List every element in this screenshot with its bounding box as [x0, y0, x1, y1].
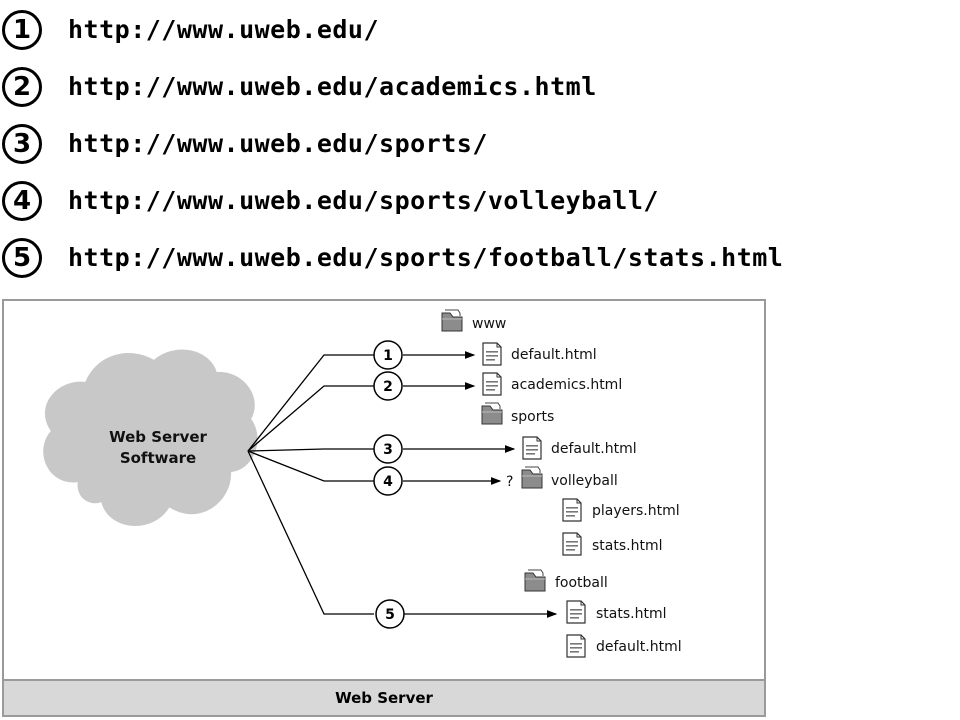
route-marker-2: 2	[373, 371, 403, 401]
file-icon	[562, 532, 582, 556]
tree-label: volleyball	[551, 473, 618, 489]
web-server-diagram: Web Server Software 1 2	[2, 299, 766, 717]
route-number: 2	[383, 379, 393, 395]
tree-item-www: www	[441, 309, 506, 332]
tree-item-football-default-html: default.html	[566, 634, 682, 658]
cloud-shape	[43, 349, 258, 526]
tree-item-players-html: players.html	[562, 498, 680, 522]
route-marker-3: 3	[373, 434, 403, 464]
route-marker-4: 4	[373, 466, 403, 496]
tree-label: sports	[511, 409, 554, 425]
number-badge: 4	[2, 181, 42, 221]
diagram-canvas: Web Server Software 1 2	[43, 309, 682, 658]
tree-item-football-stats-html: stats.html	[566, 600, 667, 624]
tree-label: default.html	[511, 347, 597, 363]
route-number: 1	[383, 348, 393, 364]
number-badge: 3	[2, 124, 42, 164]
route-marker-5: 5	[375, 599, 405, 629]
route-number: 4	[383, 474, 393, 490]
tree-item-football: football	[524, 569, 608, 592]
tree-item-volleyball: volleyball	[521, 466, 618, 489]
file-icon	[566, 600, 586, 624]
cloud-label-line1: Web Server	[109, 428, 207, 446]
route-marker-1: 1	[373, 340, 403, 370]
tree-label: default.html	[596, 639, 682, 655]
url-text: http://www.uweb.edu/	[68, 15, 380, 44]
url-row: 3 http://www.uweb.edu/sports/	[0, 118, 960, 170]
unknown-marker: ?	[506, 474, 513, 490]
folder-icon	[524, 569, 546, 592]
cloud-label-line2: Software	[120, 449, 196, 467]
tree-label: football	[555, 575, 608, 591]
web-server-footer: Web Server	[4, 679, 764, 715]
tree-label: stats.html	[596, 606, 667, 622]
number-badge: 1	[2, 10, 42, 50]
file-icon	[522, 436, 542, 460]
number-badge: 5	[2, 238, 42, 278]
file-icon	[482, 372, 502, 396]
url-text: http://www.uweb.edu/sports/volleyball/	[68, 186, 659, 215]
url-text: http://www.uweb.edu/sports/football/stat…	[68, 243, 784, 272]
folder-icon	[441, 309, 463, 332]
folder-icon	[481, 402, 503, 425]
tree-label: www	[472, 316, 506, 332]
tree-item-default-html: default.html	[482, 342, 597, 366]
tree-label: default.html	[551, 441, 637, 457]
file-icon	[566, 634, 586, 658]
route-number: 3	[383, 442, 393, 458]
tree-item-sports-default-html: default.html	[522, 436, 637, 460]
url-text: http://www.uweb.edu/sports/	[68, 129, 488, 158]
tree-item-academics-html: academics.html	[482, 372, 622, 396]
folder-icon	[521, 466, 543, 489]
tree-item-volleyball-stats-html: stats.html	[562, 532, 663, 556]
url-row: 1 http://www.uweb.edu/	[0, 4, 960, 56]
file-icon	[482, 342, 502, 366]
tree-label: players.html	[592, 503, 680, 519]
route-connectors	[247, 354, 374, 615]
file-icon	[562, 498, 582, 522]
number-badge: 2	[2, 67, 42, 107]
route-number: 5	[385, 607, 395, 623]
url-row: 5 http://www.uweb.edu/sports/football/st…	[0, 232, 960, 284]
tree-label: stats.html	[592, 538, 663, 554]
url-list: 1 http://www.uweb.edu/ 2 http://www.uweb…	[0, 0, 960, 290]
tree-label: academics.html	[511, 377, 622, 393]
footer-label: Web Server	[335, 689, 433, 707]
url-row: 4 http://www.uweb.edu/sports/volleyball/	[0, 175, 960, 227]
tree-item-sports: sports	[481, 402, 554, 425]
url-text: http://www.uweb.edu/academics.html	[68, 72, 597, 101]
url-row: 2 http://www.uweb.edu/academics.html	[0, 61, 960, 113]
